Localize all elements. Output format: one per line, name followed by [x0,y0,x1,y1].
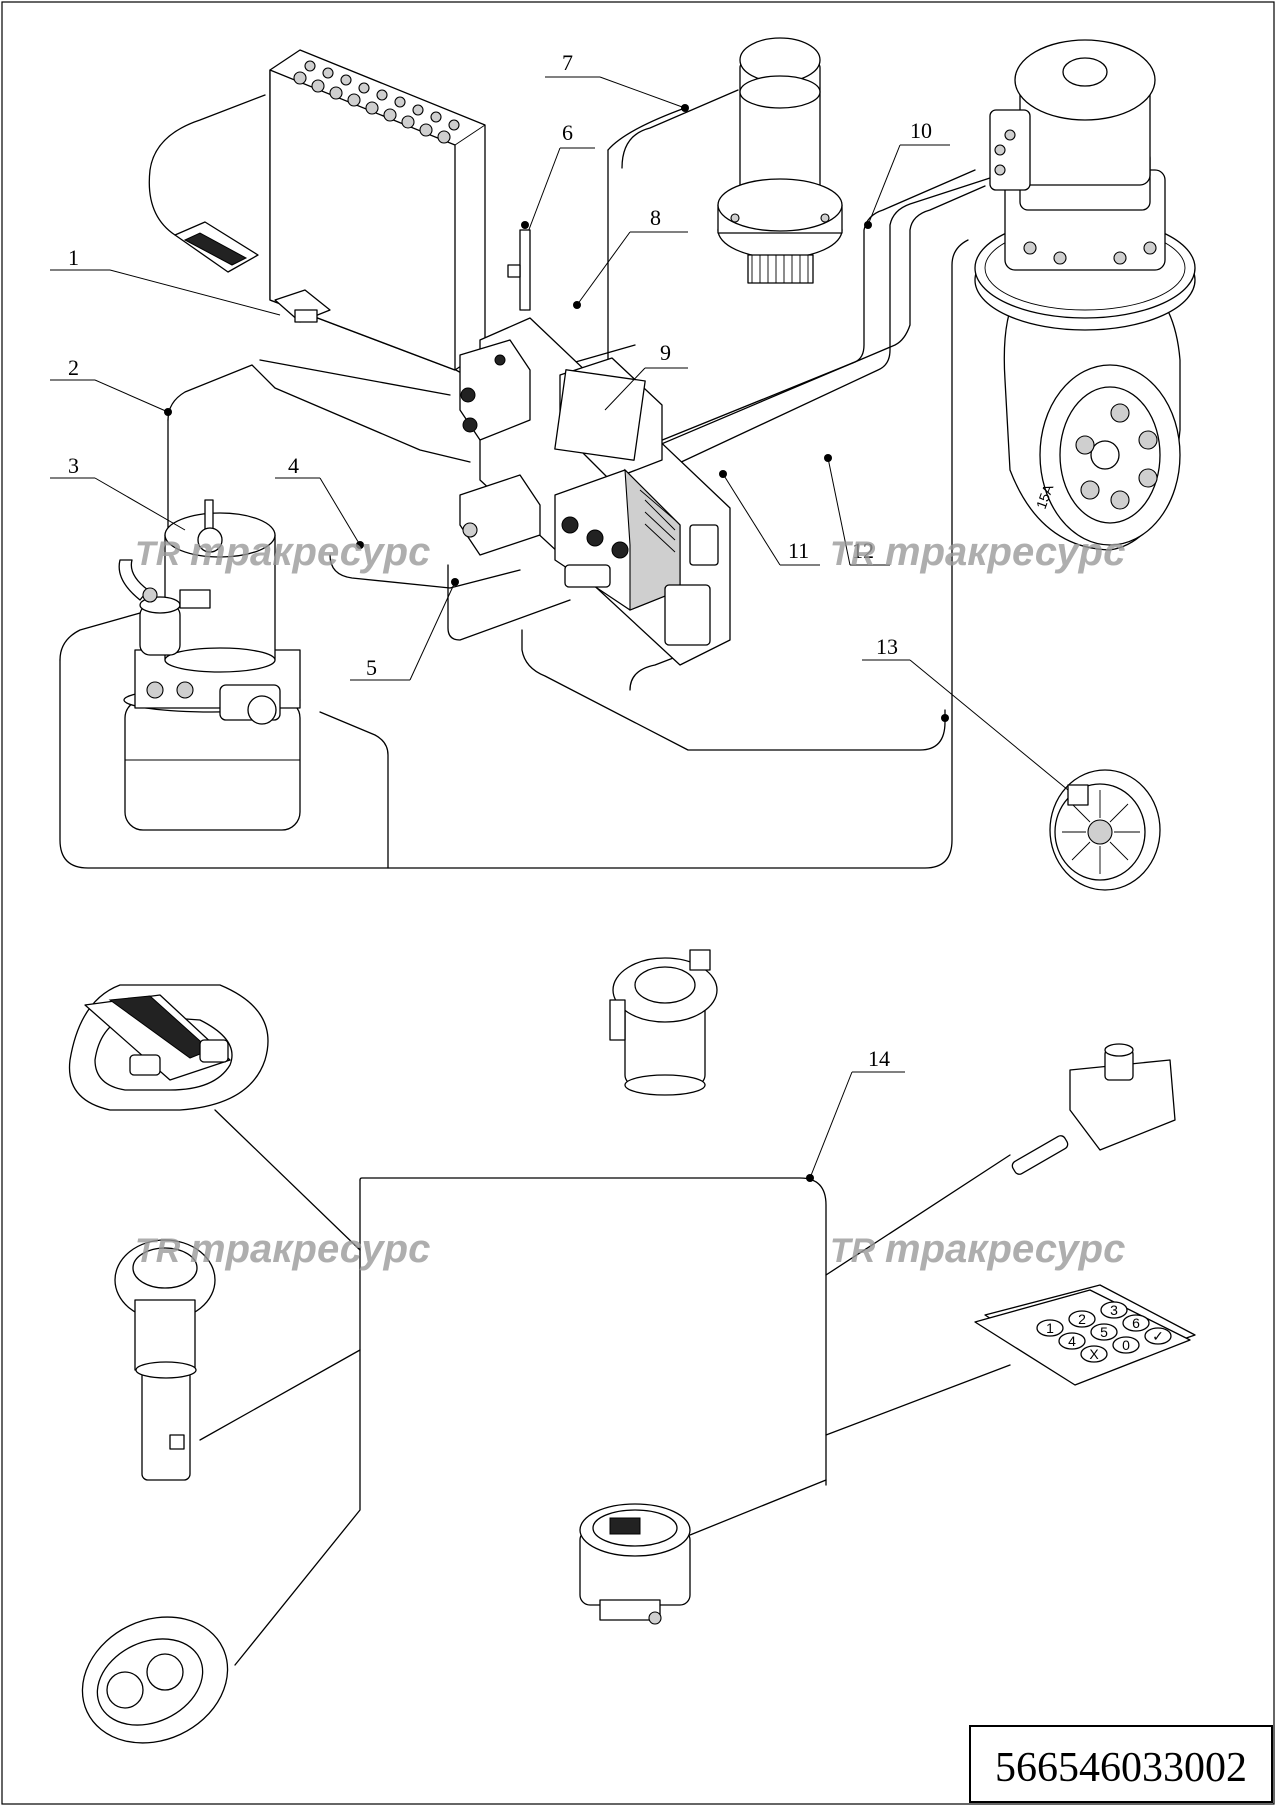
callout-8: 8 [650,205,661,230]
callout-6: 6 [562,120,573,145]
watermark-logo: TR [830,535,876,573]
drive-wheel-assembly: 15A [974,39,1196,551]
keypad-key-label: 2 [1078,1311,1086,1327]
callout-14: 14 [868,1046,890,1071]
keypad-key-label: 3 [1110,1302,1118,1318]
battery-pack [269,49,486,371]
callout-9: 9 [660,340,671,365]
keypad-key-label: 0 [1122,1337,1130,1353]
keypad-key [1122,1314,1150,1332]
watermark-logo: TR [135,535,181,573]
watermark-text: тракресурс [885,530,1125,574]
callout-4: 4 [288,453,299,478]
keypad-key-label: 5 [1100,1324,1108,1340]
title-block: 566546033002 [969,1725,1273,1803]
drawing-number: 566546033002 [995,1745,1247,1791]
charging-socket [609,949,718,1096]
callout-13: 13 [876,634,898,659]
keypad-key [1036,1319,1064,1337]
keypad-key [1100,1301,1128,1319]
watermark-text: тракресурс [190,1227,430,1271]
watermark-text: тракресурс [190,530,430,574]
steering-motor [717,37,843,284]
keypad-key-label: X [1089,1346,1099,1362]
lower-harness [199,1109,1011,1666]
hydraulic-pump-unit [118,499,301,831]
callout-12: 12 [852,538,874,563]
position-sensor [1011,1043,1176,1175]
keypad-key [1090,1323,1118,1341]
callout-10: 10 [910,118,932,143]
callout-11: 11 [788,538,809,563]
watermark-logo: TR [830,1232,876,1270]
keypad-key-label: 4 [1068,1333,1076,1349]
work-light [81,1616,229,1744]
keypad-key-label: ✓ [1152,1328,1164,1344]
keypad-key-label: 1 [1046,1320,1054,1336]
callout-2: 2 [68,355,79,380]
emergency-stop-button [114,1239,216,1481]
watermark-logo: TR [135,1232,181,1270]
keypad-key [1058,1332,1086,1350]
watermark-text: тракресурс [885,1227,1125,1271]
battery-connector [174,221,331,323]
keypad-key [1080,1345,1108,1363]
keypad-key [1144,1327,1172,1345]
battery-indicator [579,1503,691,1625]
callouts: 1 2 3 4 5 6 7 8 [50,50,1069,1182]
callout-7: 7 [562,50,573,75]
callout-1: 1 [68,245,79,270]
callout-5: 5 [366,655,377,680]
horn [1049,769,1161,891]
watermarks: TR тракресурс TR тракресурс TR тракресур… [135,530,1125,1271]
callout-3: 3 [68,453,79,478]
keypad-key-label: 6 [1132,1315,1140,1331]
keypad-key [1068,1310,1096,1328]
keypad: 1 2 3 4 5 6X 0 ✓ [974,1284,1196,1386]
controller-panel [459,317,731,666]
tiller-head [68,984,269,1111]
keypad-key [1112,1336,1140,1354]
